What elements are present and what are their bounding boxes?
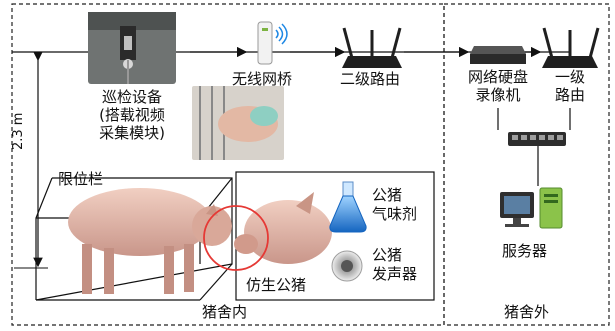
pig-photo-inset [192, 86, 284, 160]
stall-label: 限位栏 [58, 170, 104, 188]
height-label: 2.3 m [11, 112, 26, 150]
boar-sound-speaker-icon [331, 250, 363, 282]
boar-sound-label: 公猪 发声器 [372, 246, 418, 283]
wireless-bridge-icon [257, 21, 288, 65]
inspection-device-image [88, 12, 176, 84]
server-icon [500, 187, 563, 229]
boar-odor-flask-icon [329, 181, 367, 233]
pig-image [68, 188, 232, 294]
highlight-circle [203, 205, 269, 271]
server-label: 服务器 [502, 242, 548, 260]
primary-router-label: 一级 路由 [554, 68, 585, 104]
nvr-icon [470, 46, 526, 64]
outside-region-box [443, 3, 610, 326]
inside-region-label: 猪舍内 [202, 303, 248, 321]
inside-region-box [11, 3, 445, 326]
network-switch-icon [508, 132, 566, 146]
stall-outline [35, 177, 233, 301]
secondary-router-label: 二级路由 [340, 70, 401, 88]
outside-region-label: 猪舍外 [504, 303, 550, 321]
boar-odor-label: 公猪 气味剂 [372, 186, 418, 223]
bionic-boar-label: 仿生公猪 [246, 276, 307, 294]
inspection-device-label: 巡检设备 (搭载视频 采集模块) [99, 88, 165, 142]
nvr-label: 网络硬盘 录像机 [467, 68, 528, 104]
wireless-bridge-label: 无线网桥 [232, 70, 293, 88]
secondary-router-icon [342, 27, 402, 68]
primary-router-icon [542, 27, 600, 68]
